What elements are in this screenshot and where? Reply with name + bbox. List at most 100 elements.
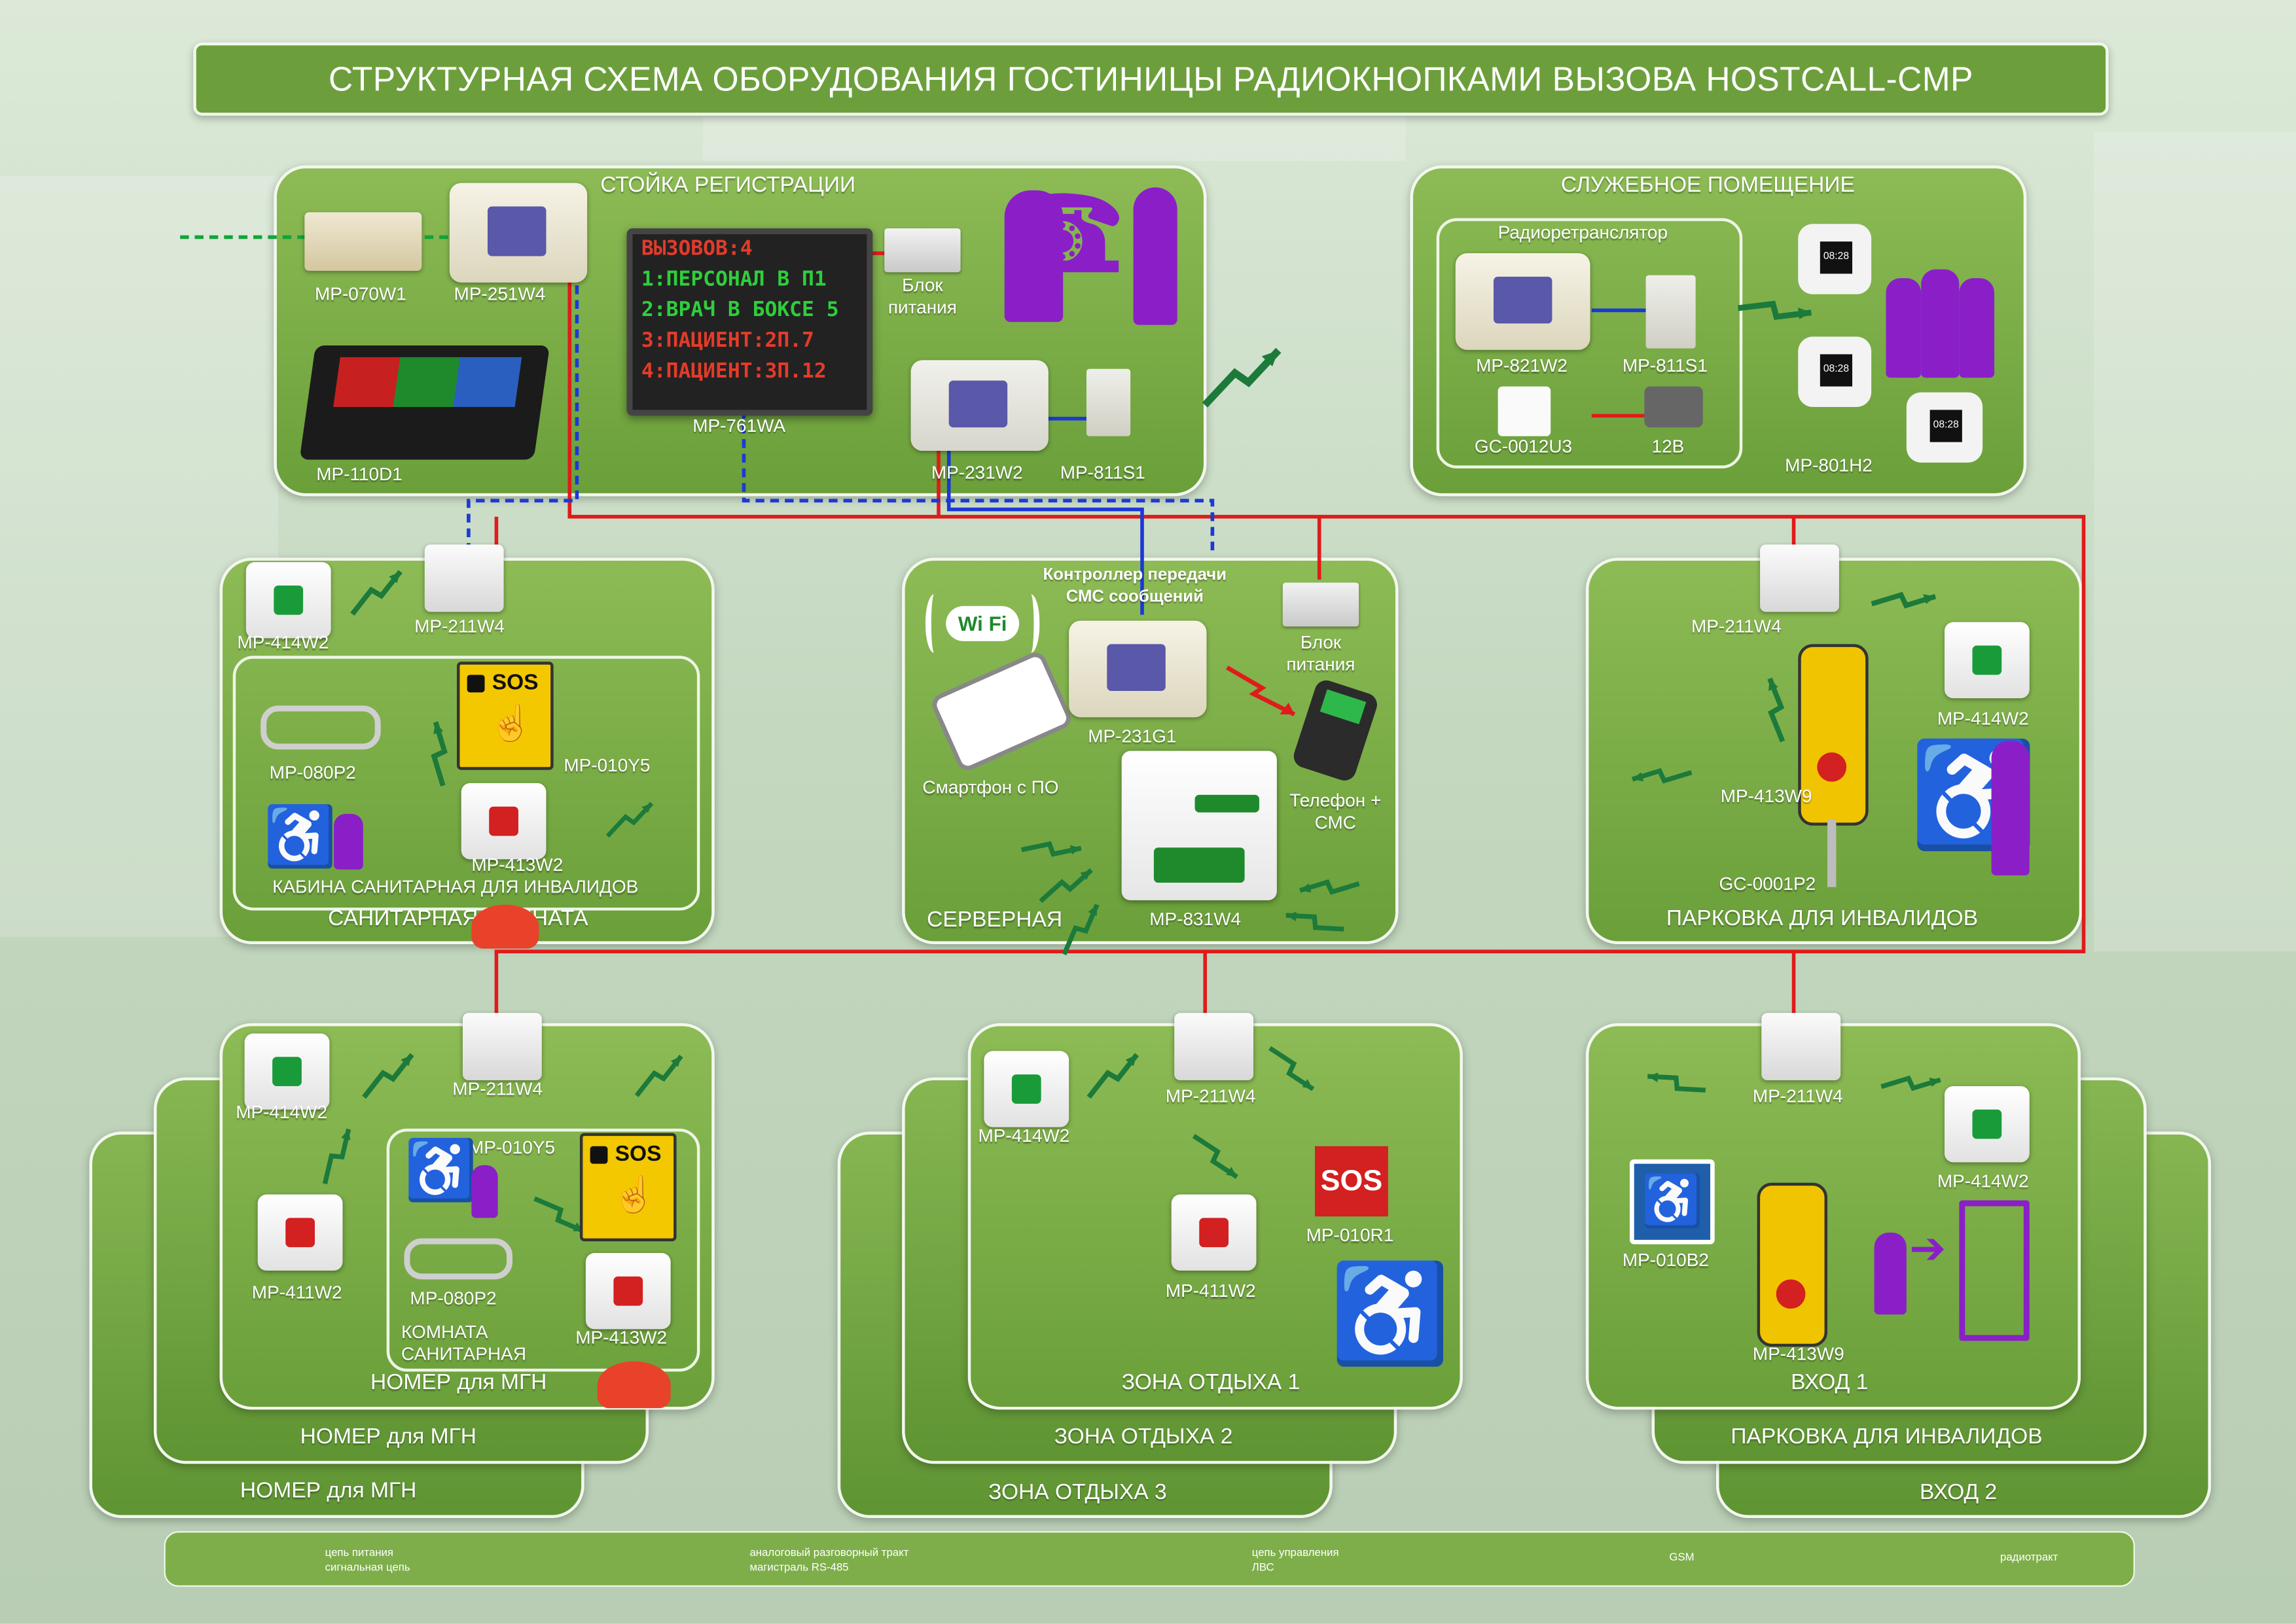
ent-mp413w9-device xyxy=(1757,1182,1828,1347)
smartphone-label: Смартфон с ПО xyxy=(922,777,1059,798)
parking-title: ПАРКОВКА ДЛЯ ИНВАЛИДОВ xyxy=(1666,906,1979,931)
receptionist-icon xyxy=(1004,190,1064,323)
v12-label: 12В xyxy=(1651,436,1685,457)
wifi-icon: Wi Fi xyxy=(925,588,1040,656)
rest-mp211w4-label: MP-211W4 xyxy=(1165,1086,1256,1107)
repeater-label: Радиоретранслятор xyxy=(1498,222,1668,243)
server-controller-label: Контроллер передачи СМС сообщений xyxy=(1043,566,1227,607)
radio-watch xyxy=(1738,280,1812,342)
radio-ent-1 xyxy=(1647,1056,1706,1111)
mp251w4-label: MP-251W4 xyxy=(454,284,546,305)
display-line-3: 2:ВРАЧ В БОКСЕ 5 xyxy=(641,298,839,323)
san-wheelchair-icon: ♿ xyxy=(263,805,337,870)
entrance-title-3: ВХОД 2 xyxy=(1919,1479,1998,1505)
room-bath-box xyxy=(386,1128,700,1372)
mp831w4-device xyxy=(1121,750,1277,900)
park-assistant-icon xyxy=(1991,741,2030,875)
radio-srv-2 xyxy=(1038,870,1094,902)
room-mp411w2-label: MP-411W2 xyxy=(251,1282,342,1303)
park-gc0001p2-label: GC-0001P2 xyxy=(1719,874,1816,894)
room-wheelchair-icon: ♿ xyxy=(404,1139,477,1203)
reception-psu-label: Блок питания xyxy=(888,275,957,318)
bg-wall-right xyxy=(2094,132,2296,952)
san-toilet-icon xyxy=(334,813,363,870)
adapter-12v-device xyxy=(1644,386,1703,428)
display-line-5: 4:ПАЦИЕНТ:3П.12 xyxy=(641,360,827,384)
ent-mp010b2-sign: ♿ xyxy=(1630,1159,1715,1244)
mp231g1-label: MP-231G1 xyxy=(1088,726,1177,747)
legend-signal: сигнальная цепь xyxy=(325,1560,410,1574)
park-pole xyxy=(1827,819,1837,887)
radio-srv-5 xyxy=(1286,895,1344,950)
radio-room-3 xyxy=(308,1129,366,1184)
ent-mp010b2-label: MP-010B2 xyxy=(1622,1250,1709,1271)
room-sos-sign: SOS☝ xyxy=(579,1133,677,1242)
phone-label: Телефон + СМС xyxy=(1289,790,1382,833)
park-mp211w4-device xyxy=(1760,544,1839,612)
watch-3-icon: 08:28 xyxy=(1906,392,1983,463)
mp761wa-label: MP-761WA xyxy=(692,415,786,436)
cabin-box xyxy=(232,656,700,911)
mp231w2-label: MP-231W2 xyxy=(931,462,1023,484)
control-line xyxy=(946,439,1144,615)
radio-srv-4 xyxy=(1300,866,1359,909)
room-mp411w2-device xyxy=(257,1194,343,1271)
radio-reception xyxy=(1198,350,1285,404)
radio-san-3 xyxy=(603,803,656,836)
room-mp211w4-device xyxy=(462,1013,542,1081)
park-mp414w2-device xyxy=(1945,622,2030,699)
rest-mp414w2-label: MP-414W2 xyxy=(978,1125,1070,1146)
mp821w2-label: MP-821W2 xyxy=(1476,355,1568,376)
radio-park-1 xyxy=(1872,577,1935,624)
san-mp010y5-label: MP-010Y5 xyxy=(564,755,651,776)
san-mp211w4-label: MP-211W4 xyxy=(414,616,505,637)
room-toilet-icon xyxy=(471,1165,498,1218)
radio-srv-1 xyxy=(1022,826,1081,872)
ent-mp414w2-label: MP-414W2 xyxy=(1937,1171,2029,1192)
san-pull-cord-icon xyxy=(471,904,539,949)
sanitary-title: САНИТАРНАЯ КОМНАТА xyxy=(328,906,588,931)
gc0012u3-device xyxy=(1498,386,1551,436)
room-title-2: НОМЕР для МГН xyxy=(300,1424,477,1449)
page-title: СТРУКТУРНАЯ СХЕМА ОБОРУДОВАНИЯ ГОСТИНИЦЫ… xyxy=(329,60,1973,98)
san-mp211w4-device xyxy=(424,544,504,612)
rs485-line-1 xyxy=(467,285,579,557)
rest-wheelchair-icon: ♿ xyxy=(1329,1258,1450,1368)
room-mp414w2-label: MP-414W2 xyxy=(236,1102,328,1123)
san-mp413w2-device xyxy=(461,783,547,860)
radio-san-1 xyxy=(345,572,408,614)
mp801h2-label: MP-801H2 xyxy=(1785,455,1873,476)
display-line-1: ВЫЗОВОВ:4 xyxy=(641,237,753,261)
title-bar: СТРУКТУРНАЯ СХЕМА ОБОРУДОВАНИЯ ГОСТИНИЦЫ… xyxy=(193,42,2109,116)
rest-mp211w4-device xyxy=(1174,1013,1254,1081)
san-mp414w2-label: MP-414W2 xyxy=(237,632,329,653)
mp070w1-device xyxy=(304,212,422,271)
san-cabin-label: КАБИНА САНИТАРНАЯ ДЛЯ ИНВАЛИДОВ xyxy=(272,877,639,898)
room-title-3: НОМЕР для МГН xyxy=(240,1478,417,1504)
mp110d1-tablet xyxy=(299,345,550,460)
staff-2-icon xyxy=(1921,269,1960,378)
mp811s1-reception-label: MP-811S1 xyxy=(1060,462,1145,484)
radio-park-2 xyxy=(1755,679,1797,741)
room-mp211w4-label: MP-211W4 xyxy=(452,1078,543,1100)
san-grab-bar-icon xyxy=(260,705,381,750)
legend-radio: радиотракт xyxy=(2000,1550,2058,1564)
radio-room-2 xyxy=(630,1056,688,1095)
room-title-1: НОМЕР для МГН xyxy=(370,1370,547,1396)
mp231g1-device xyxy=(1069,620,1207,718)
server-title: СЕРВЕРНАЯ xyxy=(927,908,1063,933)
rest-mp411w2-label: MP-411W2 xyxy=(1165,1280,1256,1301)
ent-mp414w2-device xyxy=(1945,1086,2030,1163)
room-mp413w2-device xyxy=(585,1253,671,1330)
legend-power: цепь питания xyxy=(325,1545,393,1559)
san-mp413w2-label: MP-413W2 xyxy=(471,855,564,875)
staff-3-icon xyxy=(1959,278,1995,378)
rest-mp411w2-device xyxy=(1171,1194,1257,1271)
entrance-title-2: ПАРКОВКА ДЛЯ ИНВАЛИДОВ xyxy=(1731,1424,2043,1449)
room-mp010y5-label: MP-010Y5 xyxy=(468,1137,556,1158)
room-grab-bar-icon xyxy=(404,1238,513,1280)
display-line-2: 1:ПЕРСОНАЛ В П1 xyxy=(641,268,827,292)
reception-title: СТОЙКА РЕГИСТРАЦИИ xyxy=(600,172,856,198)
reception-psu-device xyxy=(884,228,961,273)
